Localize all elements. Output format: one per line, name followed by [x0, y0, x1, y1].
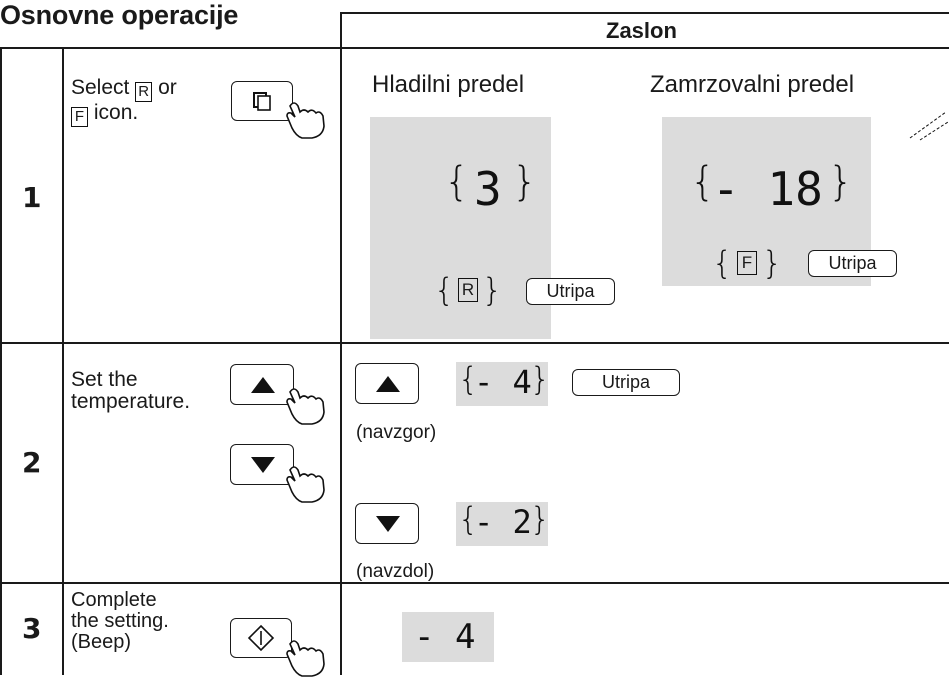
blink-mark-left: {	[434, 271, 455, 309]
number-col-border	[62, 47, 64, 675]
r-icon: R	[135, 82, 153, 102]
up-button-illustration	[355, 363, 419, 404]
select-icon	[253, 92, 271, 111]
up-label: (navzgor)	[356, 422, 437, 443]
fridge-label: Hladilni predel	[372, 71, 525, 98]
hand-pointer-icon	[286, 388, 325, 425]
step-2-number: 2	[22, 446, 42, 479]
freezer-icon-letter: F	[741, 253, 753, 272]
hand-pointer-icon	[286, 466, 325, 503]
blink-callout: Utripa	[572, 369, 680, 396]
display-col-border	[340, 12, 342, 675]
blink-mark-right: }	[482, 271, 503, 309]
f-icon-letter: F	[74, 108, 85, 125]
final-temperature: - 4	[414, 617, 476, 657]
display-header: Zaslon	[606, 18, 677, 43]
diamond-start-icon	[247, 624, 275, 652]
blink-mark-left: {	[458, 360, 479, 398]
up-triangle-icon	[376, 376, 400, 392]
step-1-or-text: or	[158, 76, 177, 99]
page-title: Osnovne operacije	[0, 0, 239, 30]
blink-mark-left: {	[444, 159, 470, 205]
blink-mark-right: }	[530, 360, 551, 398]
up-button[interactable]	[230, 364, 294, 405]
select-button[interactable]	[231, 81, 293, 121]
step-1-number: 1	[22, 181, 42, 214]
blink-mark-right: }	[762, 244, 783, 282]
blink-mark-left: {	[690, 159, 716, 205]
down-triangle-icon	[251, 457, 275, 473]
blink-mark-left: {	[458, 500, 479, 538]
down-display-panel	[456, 502, 548, 546]
row1-bottom-border	[0, 342, 949, 344]
f-icon: F	[71, 107, 88, 127]
hand-pointer-icon	[286, 102, 325, 139]
hand-pointer-icon	[286, 640, 325, 677]
dashed-pointer-lines	[909, 111, 949, 141]
blink-mark-right: }	[828, 159, 854, 205]
freezer-icon-indicator: F	[737, 251, 757, 275]
header-bottom-border	[0, 47, 949, 49]
down-label: (navzdol)	[356, 561, 435, 582]
step-2-text: Set the temperature.	[71, 368, 191, 413]
blink-callout: Utripa	[526, 278, 615, 305]
freezer-temperature: - 18	[712, 162, 823, 216]
r-icon-letter: R	[138, 83, 150, 100]
down-temperature: - 2	[474, 503, 532, 541]
down-button[interactable]	[230, 444, 294, 485]
final-display-panel	[402, 612, 494, 662]
fridge-icon-indicator: R	[458, 278, 478, 302]
down-triangle-icon	[376, 516, 400, 532]
blink-mark-right: }	[512, 159, 538, 205]
step-3-number: 3	[22, 612, 42, 645]
up-temperature: - 4	[474, 363, 532, 401]
blink-mark-right: }	[530, 500, 551, 538]
blink-mark-left: {	[712, 244, 733, 282]
up-triangle-icon	[251, 377, 275, 393]
confirm-button[interactable]	[230, 618, 292, 658]
down-button-illustration	[355, 503, 419, 544]
table-top-border	[340, 12, 949, 14]
fridge-temperature: 3	[474, 162, 502, 216]
left-border	[0, 47, 2, 675]
blink-callout: Utripa	[808, 250, 897, 277]
row2-bottom-border	[0, 582, 949, 584]
freezer-label: Zamrzovalni predel	[650, 71, 855, 98]
step-3-text: Complete the setting. (Beep)	[71, 589, 169, 653]
step-1-text: Select R or F icon.	[71, 77, 177, 127]
fridge-display-panel	[370, 117, 551, 339]
step-1-icon-text: icon.	[93, 101, 139, 124]
fridge-icon-letter: R	[461, 280, 475, 299]
step-1-select-text: Select	[71, 76, 130, 99]
up-display-panel	[456, 362, 548, 406]
